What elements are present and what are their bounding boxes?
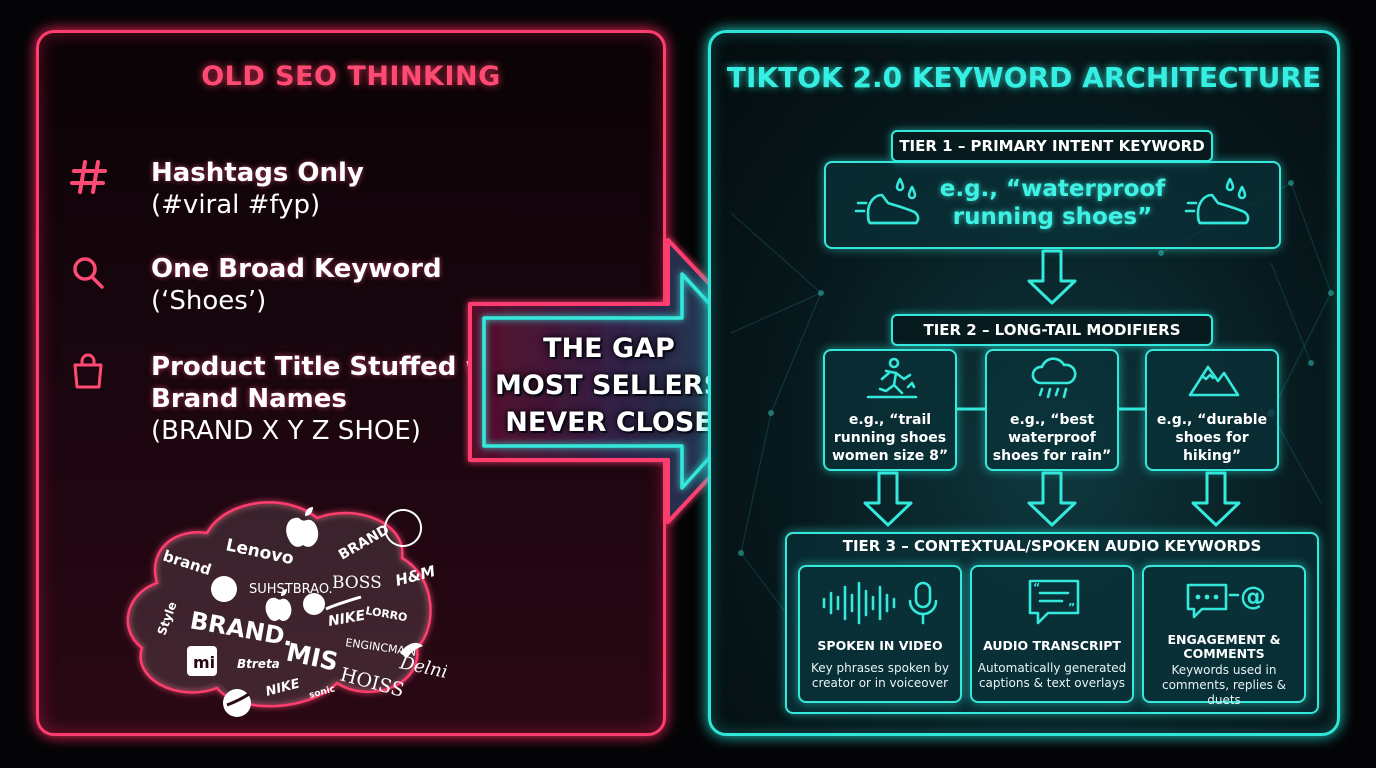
old-item-sub: (BRAND X Y Z SHOE) — [151, 416, 421, 446]
tier3-label: TIER 3 – CONTEXTUAL/SPOKEN AUDIO KEYWORD… — [842, 537, 1262, 555]
modifier-line: women size 8” — [831, 448, 949, 464]
modifier-line: running shoes — [833, 430, 947, 446]
audio-card-title-line: COMMENTS — [1183, 646, 1265, 661]
modifier-line: shoes for rain” — [992, 448, 1112, 464]
shopping-bag-icon — [73, 353, 103, 389]
mi-logo-icon — [187, 646, 217, 676]
audio-card-title: ENGAGEMENT & COMMENTS — [1144, 633, 1304, 661]
svg-text:mi: mi — [193, 653, 215, 672]
primary-keyword-line: e.g., “waterproof — [939, 176, 1166, 202]
brand-badge-icon — [303, 593, 325, 615]
brand-word: Btreta — [237, 657, 280, 671]
audio-card: SPOKEN IN VIDEO Key phrases spoken by cr… — [798, 565, 962, 703]
brand-badge-icon — [223, 689, 251, 717]
old-item-sub: (#viral #fyp) — [151, 190, 321, 220]
running-shoe-icon — [854, 177, 920, 225]
audio-card: @ ENGAGEMENT & COMMENTS Keywords used in… — [1142, 565, 1306, 707]
running-shoe-icon — [1184, 177, 1250, 225]
svg-text:”: ” — [1068, 601, 1075, 614]
audio-card-desc-line: Keywords used in — [1171, 663, 1277, 677]
modifier-line: hiking” — [1182, 448, 1242, 464]
svg-text:“: “ — [1033, 581, 1040, 594]
rain-cloud-icon — [1031, 357, 1077, 399]
brand-word: SUHSTBRAO. — [249, 582, 333, 597]
tier1-keyword-box: e.g., “waterproof running shoes” — [824, 161, 1281, 249]
gap-line: NEVER CLOSE — [505, 407, 713, 438]
modifier-line: e.g., “trail — [848, 412, 932, 428]
audio-card-desc-line: creator or in voiceover — [811, 676, 949, 690]
mountain-icon — [1188, 365, 1240, 397]
tier2-label: TIER 2 – LONG-TAIL MODIFIERS — [891, 314, 1213, 346]
gap-line: MOST SELLERS — [494, 370, 724, 401]
brand-word: NIKE — [327, 608, 367, 630]
modifier-line: e.g., “best — [1009, 412, 1095, 428]
audio-card-desc-line: Automatically generated — [977, 661, 1127, 675]
brand-circle-icon — [384, 509, 423, 547]
audio-card-desc: Automatically generated captions & text … — [972, 661, 1132, 691]
old-item-head: One Broad Keyword — [151, 254, 442, 284]
modifier-box: e.g., “trail running shoes women size 8” — [823, 349, 957, 471]
old-item-head: Hashtags Only — [151, 158, 364, 188]
modifier-line: shoes for — [1175, 430, 1249, 446]
audio-card: “ ” AUDIO TRANSCRIPT Automatically gener… — [970, 565, 1134, 703]
audio-card-title: SPOKEN IN VIDEO — [800, 639, 960, 653]
transcript-icon: “ ” — [1028, 579, 1080, 625]
search-icon — [73, 257, 104, 289]
audio-card-title: AUDIO TRANSCRIPT — [972, 639, 1132, 653]
audio-card-desc: Key phrases spoken by creator or in voic… — [800, 661, 960, 691]
runner-icon — [866, 357, 918, 399]
modifier-text: e.g., “trail running shoes women size 8” — [825, 411, 955, 465]
brand-word: BOSS — [332, 573, 382, 593]
hashtag-icon — [70, 160, 107, 194]
primary-keyword-line: running shoes” — [952, 204, 1153, 230]
modifier-box: e.g., “durable shoes for hiking” — [1145, 349, 1279, 471]
primary-keyword: e.g., “waterproof running shoes” — [826, 175, 1279, 231]
tier1-label: TIER 1 – PRIMARY INTENT KEYWORD — [891, 130, 1213, 162]
chat-mention-icon: @ — [1186, 582, 1266, 619]
audio-card-desc-line: Key phrases spoken by — [810, 661, 950, 675]
audio-card-title-line: AUDIO TRANSCRIPT — [983, 638, 1121, 653]
swoosh-icon — [325, 595, 362, 611]
brand-logo-cloud: brand Lenovo BRAND SUHSTBRAO. BOSS H&M S… — [126, 501, 447, 717]
audio-card-title-line: ENGAGEMENT & — [1167, 632, 1281, 647]
tiktok-architecture-panel: TIKTOK 2.0 KEYWORD ARCHITECTURE e.g., “w… — [708, 30, 1340, 736]
bird-logo-icon — [400, 642, 423, 658]
audio-card-desc: Keywords used in comments, replies & due… — [1144, 663, 1304, 708]
svg-text:@: @ — [1240, 582, 1266, 612]
gap-line: THE GAP — [543, 333, 675, 364]
brand-badge-icon — [211, 576, 237, 602]
architecture-title: TIKTOK 2.0 KEYWORD ARCHITECTURE — [726, 61, 1322, 94]
gap-label: THE GAP MOST SELLERS NEVER CLOSE — [478, 330, 740, 441]
microphone-waveform-icon — [822, 581, 938, 625]
old-item-sub: (‘Shoes’) — [151, 286, 267, 316]
modifier-text: e.g., “durable shoes for hiking” — [1147, 411, 1277, 465]
audio-card-title-line: SPOKEN IN VIDEO — [817, 638, 943, 653]
old-item-head: Product Title Stuffed with Brand Names — [151, 352, 530, 414]
apple-logo-icon — [265, 589, 292, 621]
modifier-box: e.g., “best waterproof shoes for rain” — [985, 349, 1119, 471]
apple-logo-icon — [286, 507, 319, 547]
audio-card-desc-line: captions & text overlays — [978, 676, 1126, 690]
modifier-text: e.g., “best waterproof shoes for rain” — [987, 411, 1117, 465]
old-seo-title: OLD SEO THINKING — [201, 61, 501, 92]
audio-card-desc-line: comments, replies & duets — [1161, 678, 1287, 707]
modifier-line: e.g., “durable — [1156, 412, 1268, 428]
modifier-line: waterproof — [1008, 430, 1096, 446]
